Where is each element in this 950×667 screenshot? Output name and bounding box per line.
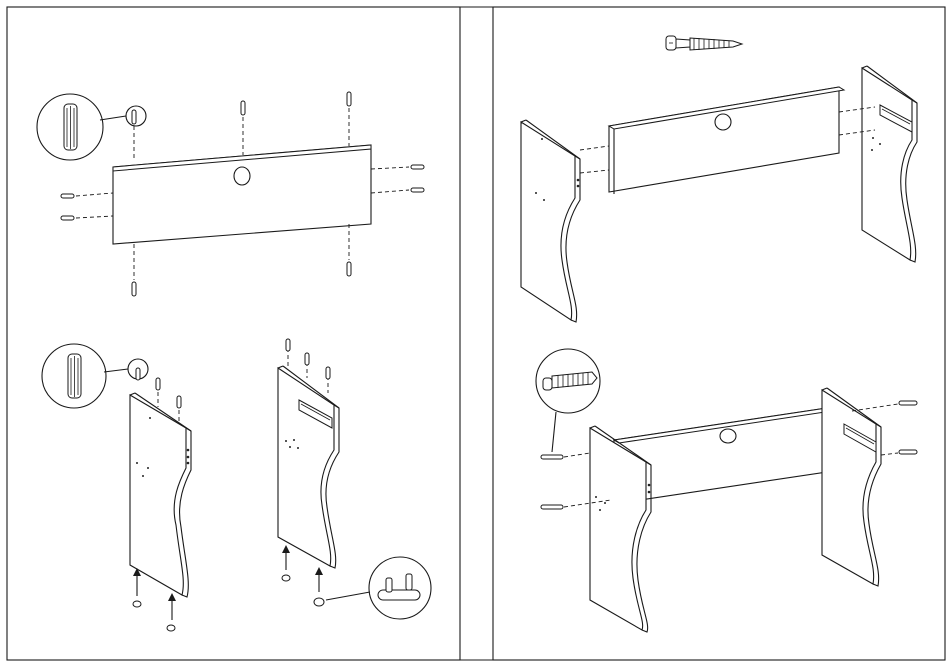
glide-icon: [133, 601, 141, 607]
screw: [899, 401, 917, 405]
left-side-panel: [521, 122, 575, 320]
arrow-icon: [133, 568, 141, 596]
back-panel: [609, 87, 839, 192]
step-insert-dowels-left-side: [42, 344, 191, 631]
glide-icon: [282, 575, 290, 581]
dowel-icon: [64, 104, 77, 150]
dowel-icon: [68, 354, 81, 398]
arrow-icon: [168, 593, 176, 620]
dowel: [241, 101, 245, 115]
right-side-panel: [862, 68, 912, 260]
glide-icon: [378, 574, 420, 600]
step-insert-dowels-back-panel: [37, 92, 424, 296]
screw: [541, 505, 563, 509]
dowel: [132, 110, 136, 124]
dowel: [132, 282, 136, 296]
dowel: [347, 92, 351, 106]
step-screw-assembly: [536, 349, 917, 632]
right-side-panel: [822, 390, 876, 584]
back-panel: [614, 406, 840, 504]
step-attach-sides-to-back-panel: [521, 36, 917, 322]
arrow-icon: [315, 567, 323, 592]
left-side-panel: [590, 428, 646, 630]
screw-icon: [543, 372, 597, 390]
glide-icon: [167, 625, 175, 631]
step-insert-dowels-right-side: [278, 339, 431, 619]
screw: [899, 450, 917, 454]
glide-detail-circle: [369, 557, 431, 619]
screw: [541, 455, 563, 459]
dowel: [347, 262, 351, 276]
screw-icon: [666, 36, 742, 50]
arrow-icon: [282, 545, 290, 570]
glide-icon: [314, 598, 324, 606]
left-side-panel: [130, 395, 186, 595]
